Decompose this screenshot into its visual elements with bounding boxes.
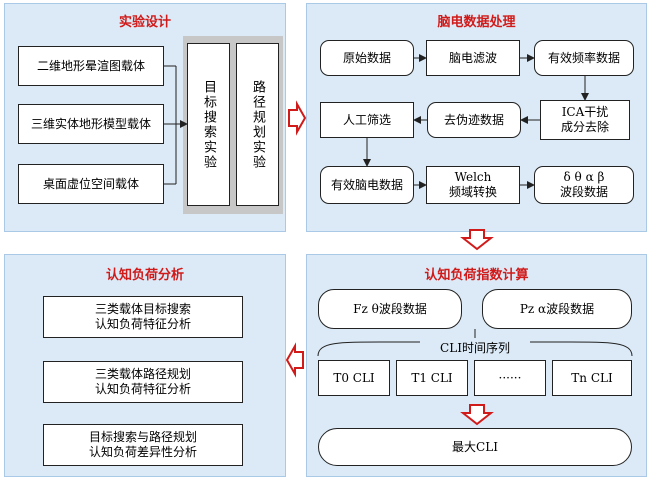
analysis-path-planning: 三类载体路径规划 认知负荷特征分析 [43,361,243,403]
carrier-3d: 三维实体地形模型载体 [18,104,164,144]
analysis-difference: 目标搜索与路径规划 认知负荷差异性分析 [43,424,243,466]
cli-series-label: CLI时间序列 [440,341,510,355]
carrier-desktop: 桌面虚位空间载体 [18,164,164,204]
t1-cli: T1 CLI [396,360,468,396]
arrow-right-design-to-eeg [288,100,307,136]
welch-transform: Welch 频域转换 [426,166,520,204]
max-cli: 最大CLI [318,428,632,466]
band-data: δ θ α β 波段数据 [534,166,634,204]
valid-freq-data: 有效频率数据 [534,40,634,76]
ellipsis-cli: ······ [474,360,546,396]
t0-cli: T0 CLI [318,360,390,396]
valid-eeg-data: 有效脑电数据 [320,166,414,204]
tn-cli: Tn CLI [552,360,632,396]
eeg-filter: 脑电滤波 [426,40,520,76]
raw-data: 原始数据 [320,40,414,76]
eeg-title: 脑电数据处理 [437,15,516,30]
carrier-2d: 二维地形晕渲图载体 [18,46,164,86]
analysis-target-search: 三类载体目标搜索 认知负荷特征分析 [43,296,243,338]
deartifact-data: 去伪迹数据 [427,102,521,138]
analysis-title: 认知负荷分析 [105,268,184,283]
pz-alpha-data: Pz α波段数据 [482,289,632,329]
target-search-experiment: 目标搜索实验 [187,43,230,206]
arrow-left-cli-to-analysis [285,342,304,378]
arrow-down-eeg-to-cli [460,229,494,251]
fz-theta-data: Fz θ波段数据 [318,289,462,329]
manual-screening: 人工筛选 [320,102,414,138]
ica-removal: ICA干扰 成分去除 [540,100,630,140]
path-planning-experiment: 路径规划实验 [236,43,279,206]
design-title: 实验设计 [118,15,171,30]
cli-title: 认知负荷指数计算 [424,268,529,283]
